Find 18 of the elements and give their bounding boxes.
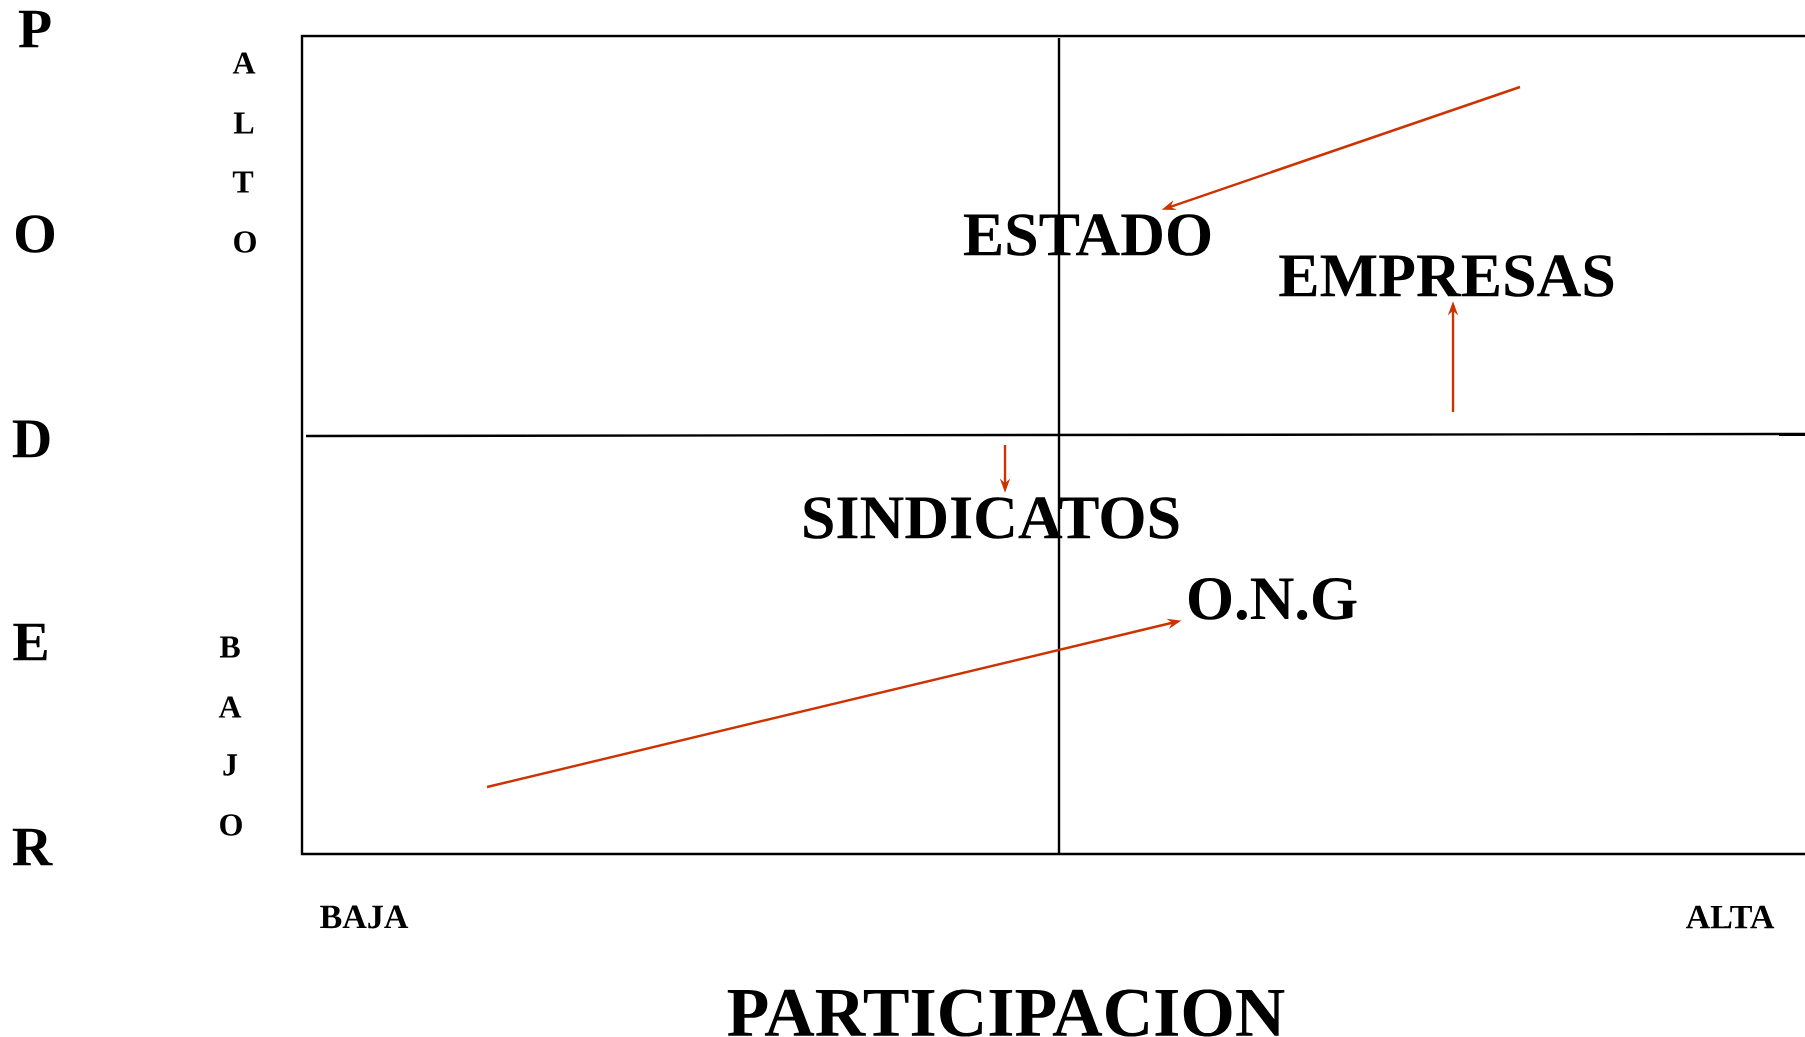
- axis-title: PARTICIPACION: [727, 989, 1285, 1037]
- axis-letter: A: [232, 52, 256, 74]
- axis-letter: O: [220, 814, 242, 836]
- axis-letter: T: [232, 171, 254, 193]
- axis-letter: R: [12, 828, 53, 866]
- axis-letter: E: [13, 623, 47, 661]
- axis-letter: J: [223, 754, 238, 776]
- axis-letter: P: [18, 10, 51, 48]
- axis-letter: A: [218, 696, 242, 718]
- axis-label: ALTA: [1685, 905, 1775, 929]
- axis-letter: O: [15, 215, 55, 253]
- axis-letter: D: [12, 420, 50, 458]
- node-label: O.N.G: [1188, 578, 1357, 620]
- axis-letter: B: [219, 636, 240, 658]
- axis-letter: O: [234, 231, 256, 253]
- node-label: EMPRESAS: [1279, 255, 1614, 297]
- axis-letter: L: [233, 112, 254, 134]
- axis-label: BAJA: [320, 905, 409, 929]
